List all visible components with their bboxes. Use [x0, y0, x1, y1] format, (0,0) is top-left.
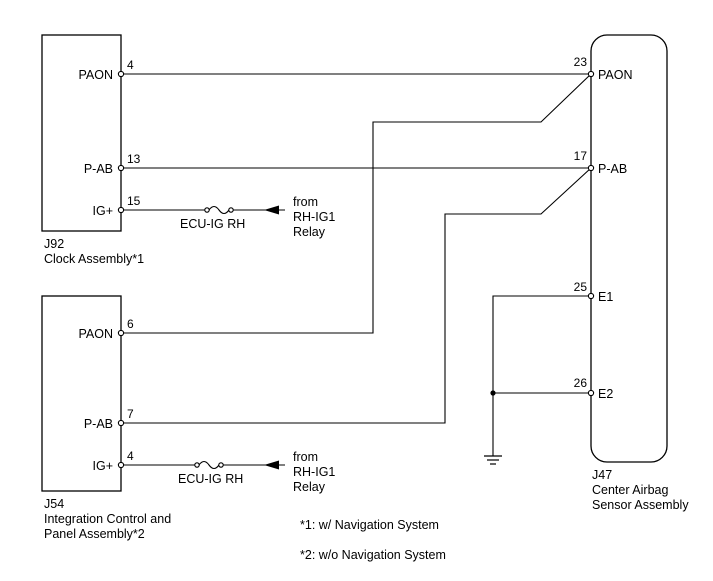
j47-name-line1: Center Airbag	[592, 483, 668, 497]
j54-pin-number-ig: 4	[127, 449, 134, 463]
j47-pin-label-e1: E1	[598, 290, 613, 304]
j47-pin-number-paon: 23	[574, 55, 588, 69]
j47-pin-number-e1: 25	[574, 280, 588, 294]
fuse-label-j92: ECU-IG RH	[180, 217, 245, 231]
j92-ref: J92	[44, 237, 64, 251]
fuse-terminal-icon	[204, 207, 210, 213]
wire-j47-e1-ground	[492, 295, 591, 456]
fuse-icon	[208, 205, 230, 215]
j92-pin-number-pab: 13	[127, 152, 141, 166]
j47-name-line2: Sensor Assembly	[592, 498, 689, 512]
j47-pin-number-e2: 26	[574, 376, 588, 390]
fuse-terminal-icon	[194, 462, 200, 468]
arrow-left-icon	[264, 460, 279, 470]
fuse-terminal-icon	[218, 462, 224, 468]
j54-name-line2: Panel Assembly*2	[44, 527, 145, 541]
j54-integration-control-box	[41, 295, 122, 492]
relay-source-j92-line1: from	[293, 195, 318, 209]
relay-source-j54-line3: Relay	[293, 480, 326, 494]
fuse-icon	[198, 460, 220, 470]
pin-markers	[117, 70, 595, 469]
relay-source-j54-line2: RH-IG1	[293, 465, 335, 479]
fuse-terminal-icon	[228, 207, 234, 213]
relay-source-j92-line2: RH-IG1	[293, 210, 335, 224]
j92-pin-label-ig: IG+	[93, 204, 114, 218]
j92-clock-assembly-box	[41, 34, 122, 232]
j92-pin-label-pab: P-AB	[84, 162, 113, 176]
j92-pin-number-ig: 15	[127, 194, 141, 208]
fuse-label-j54: ECU-IG RH	[178, 472, 243, 486]
j54-pin-number-pab: 7	[127, 407, 134, 421]
j54-name-line1: Integration Control and	[44, 512, 171, 526]
j92-pin-label-paon: PAON	[79, 68, 114, 82]
relay-source-j92-line3: Relay	[293, 225, 326, 239]
j47-pin-label-e2: E2	[598, 387, 613, 401]
j54-pin-label-pab: P-AB	[84, 417, 113, 431]
j54-ref: J54	[44, 497, 64, 511]
ground-symbol	[484, 455, 502, 465]
j92-name: Clock Assembly*1	[44, 252, 144, 266]
relay-source-j54-line1: from	[293, 450, 318, 464]
j54-pin-label-paon: PAON	[79, 327, 114, 341]
j92-pin-number-paon: 4	[127, 58, 134, 72]
j47-ref: J47	[592, 468, 612, 482]
wire-j54-paon-to-j47-paon	[121, 73, 592, 334]
j47-pin-number-pab: 17	[574, 149, 588, 163]
wire-j54-pab-to-j47-pab	[121, 167, 592, 424]
footnote-2: *2: w/o Navigation System	[300, 548, 446, 562]
j47-center-airbag-sensor-box	[590, 34, 668, 463]
j54-pin-number-paon: 6	[127, 317, 134, 331]
j47-pin-label-pab: P-AB	[598, 162, 627, 176]
j47-pin-label-paon: PAON	[598, 68, 633, 82]
wire-junction-dot	[490, 390, 496, 396]
arrow-left-icon	[264, 205, 279, 215]
j54-pin-label-ig: IG+	[93, 459, 114, 473]
footnote-1: *1: w/ Navigation System	[300, 518, 439, 532]
